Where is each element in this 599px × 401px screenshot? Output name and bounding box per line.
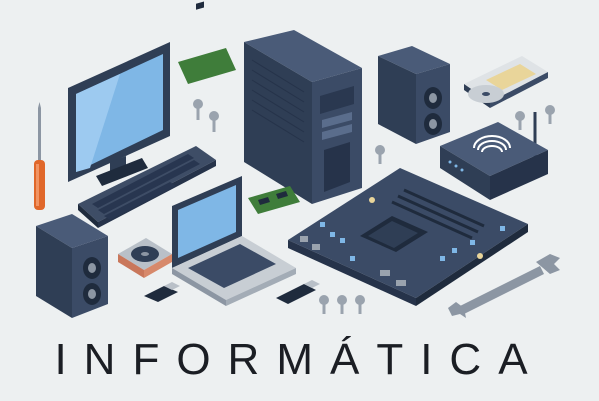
monitor-icon	[68, 42, 170, 186]
cpu-fan-icon	[118, 238, 172, 278]
screwdriver-icon	[34, 102, 45, 210]
laptop-icon	[172, 176, 296, 306]
motherboard-icon	[288, 168, 528, 306]
tower-case-icon	[244, 30, 362, 204]
usb-stick-icon	[144, 280, 320, 304]
router-icon	[440, 112, 548, 200]
keyboard-icon	[78, 146, 216, 228]
optical-drive-icon	[464, 56, 548, 108]
speaker-icon	[378, 46, 450, 144]
page-title: INFORMÁTICA	[54, 335, 545, 384]
ram-module-icon	[178, 1, 300, 214]
speaker-icon	[36, 214, 108, 318]
screw-icon	[193, 99, 555, 314]
wrench-icon	[448, 254, 560, 318]
